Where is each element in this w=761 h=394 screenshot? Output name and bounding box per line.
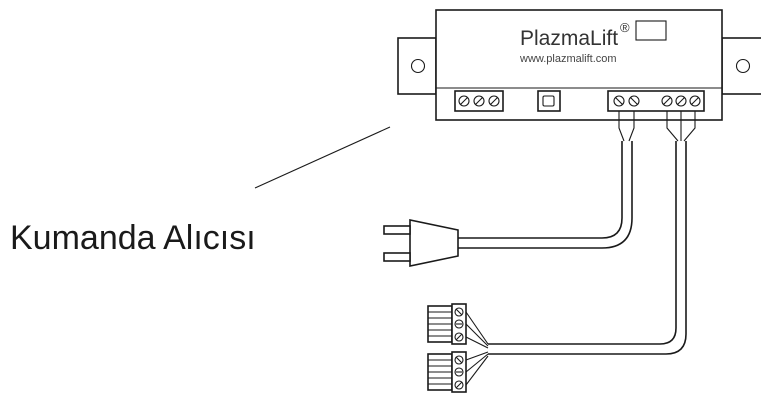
terminal-screw [689,95,701,107]
leader-line [254,126,391,189]
terminal-screw [458,95,470,107]
power-plug [383,219,459,267]
brand-name: PlazmaLift [520,27,618,50]
receiver-caption: Kumanda Alıcısı [10,219,256,257]
terminal-block-left [454,90,504,112]
right-mounting-hole [735,58,751,74]
connector-screw [454,319,464,329]
power-cable [458,141,633,249]
connector-fanout-wires [465,311,489,386]
connector-screw [454,355,464,365]
connector-upper [427,303,467,345]
left-mounting-hole [410,58,426,74]
connector-lower [427,351,467,393]
terminal-screw [473,95,485,107]
website-url: www.plazmalift.com [519,53,617,65]
logo-rectangle [635,20,667,41]
connector-screw [454,332,464,342]
terminal-block-right [607,90,705,112]
sensor-cable [488,141,687,355]
terminal-screw [488,95,500,107]
terminal-screw [675,95,687,107]
trademark-symbol: ® [620,20,630,35]
right-mounting-bracket [721,37,761,95]
terminal-screw [628,95,640,107]
connector-screw [454,307,464,317]
sensor-wires [666,111,696,142]
terminal-screw [613,95,625,107]
connector-screw [454,367,464,377]
left-mounting-bracket [397,37,437,95]
learn-button [537,90,561,112]
connector-screw [454,380,464,390]
terminal-screw [661,95,673,107]
power-wires [618,111,635,142]
